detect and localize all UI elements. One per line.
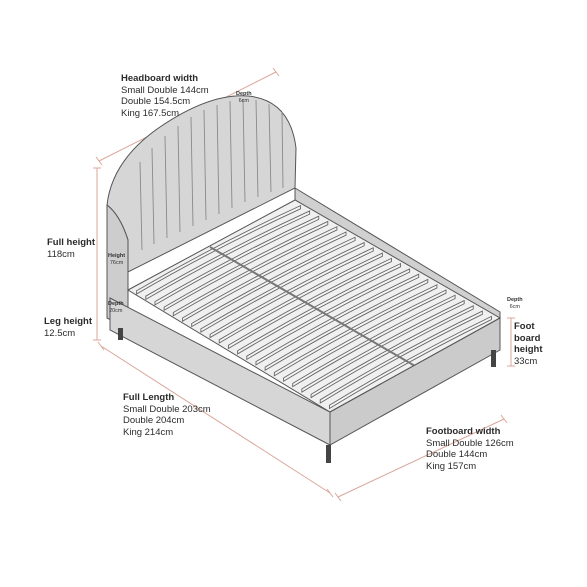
slat <box>255 273 420 366</box>
inner-depth-label: Depth 20cm <box>108 301 124 314</box>
full-height-label: Full height 118cm <box>47 237 96 260</box>
footboard <box>329 317 501 446</box>
headboard-depth-label: Depth 6cm <box>236 91 252 104</box>
dimension-lines <box>93 67 515 502</box>
slats <box>136 204 492 410</box>
center-rail <box>209 246 416 367</box>
slat <box>264 278 429 372</box>
footboard-width-label: Footboard width Small Double 126cm Doubl… <box>426 426 514 472</box>
footboard-width-line <box>337 418 505 498</box>
leg-front <box>326 445 331 463</box>
footboard-depth-label: Depth 6cm <box>507 297 523 310</box>
leg-right <box>491 350 496 367</box>
slat <box>273 284 438 377</box>
slat <box>182 231 347 322</box>
slat <box>200 241 365 333</box>
headboard-channels <box>139 98 284 251</box>
slat <box>319 310 483 404</box>
foot-board-height-label: Foot board height 33cm <box>514 321 543 367</box>
slat <box>163 220 329 312</box>
slat <box>237 262 401 355</box>
slat <box>227 257 392 350</box>
full-length-line <box>100 345 331 494</box>
slat <box>218 252 383 344</box>
inner-height-label: Height 76cm <box>108 253 126 266</box>
headboard-width-label: Headboard width Small Double 144cm Doubl… <box>121 73 209 119</box>
slat <box>301 299 465 393</box>
slat <box>191 236 356 328</box>
slat <box>292 294 456 388</box>
slat <box>145 210 311 301</box>
full-length-label: Full Length Small Double 203cm Double 20… <box>123 392 211 438</box>
slat <box>136 204 301 295</box>
leg-height-label: Leg height 12.5cm <box>44 316 93 339</box>
slat <box>310 305 474 399</box>
slat <box>172 226 338 317</box>
slat <box>209 247 374 339</box>
leg-back-left <box>118 328 123 340</box>
slat <box>246 268 411 361</box>
slat <box>154 215 320 306</box>
slat <box>283 289 447 382</box>
slat <box>328 315 492 410</box>
